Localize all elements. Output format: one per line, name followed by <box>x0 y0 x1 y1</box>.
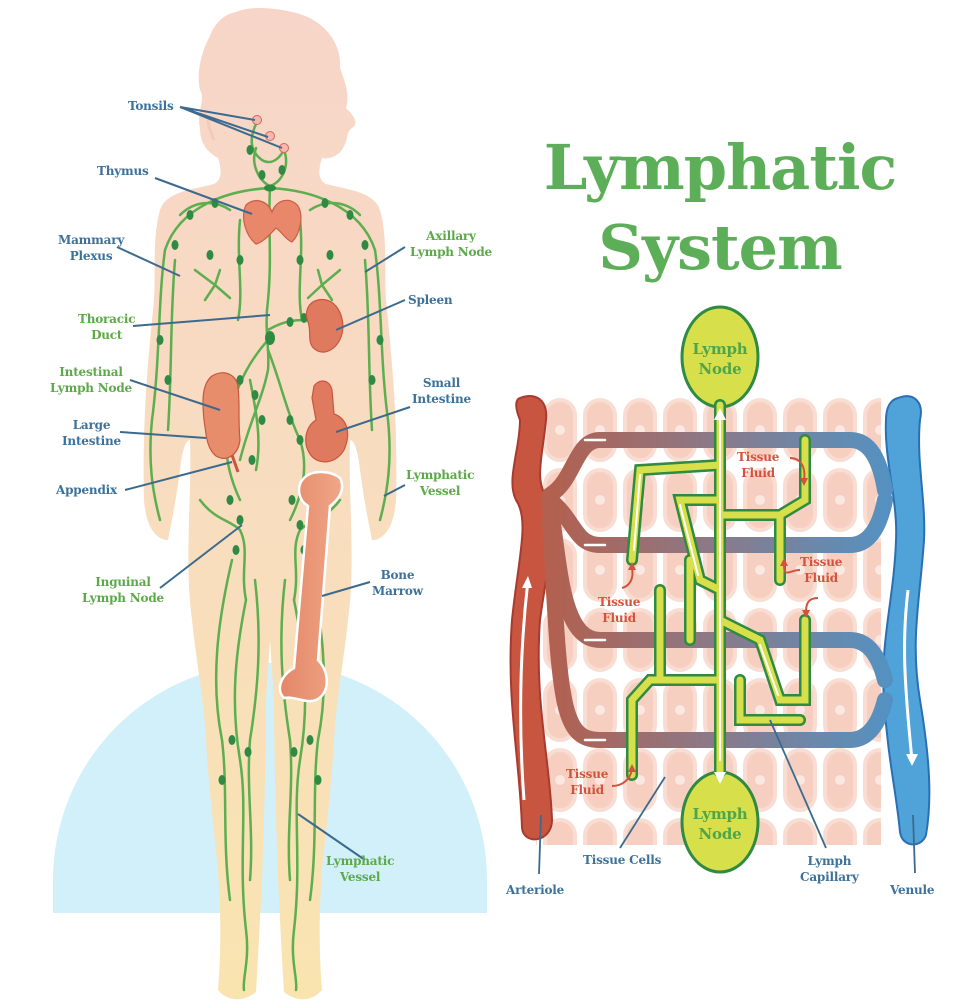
label-tonsils: Tonsils <box>128 99 174 113</box>
spleen-organ <box>305 298 344 353</box>
thymus-organ <box>243 199 302 245</box>
label-arteriole: Arteriole <box>506 883 565 897</box>
blood-capillaries <box>542 432 893 748</box>
page-title: Lymphatic System <box>520 128 920 288</box>
large-intestine-organ <box>202 372 241 459</box>
label-tissue-cells: Tissue Cells <box>583 853 662 867</box>
lymph-nodes <box>156 145 384 785</box>
label-appendix: Appendix <box>56 483 117 497</box>
small-intestine-organ <box>305 380 349 463</box>
tonsils-organ <box>252 115 289 153</box>
label-venule: Venule <box>890 883 935 897</box>
label-thymus: Thymus <box>97 164 149 178</box>
bone-marrow-organ <box>278 470 344 703</box>
leader-lines <box>116 106 411 861</box>
title-line-1: Lymphatic <box>543 131 898 204</box>
title-line-2: System <box>598 211 842 284</box>
label-spleen: Spleen <box>408 293 453 307</box>
appendix-organ <box>230 454 240 473</box>
lymph-capillaries <box>626 399 811 781</box>
backdrop-semicircle <box>53 663 487 913</box>
